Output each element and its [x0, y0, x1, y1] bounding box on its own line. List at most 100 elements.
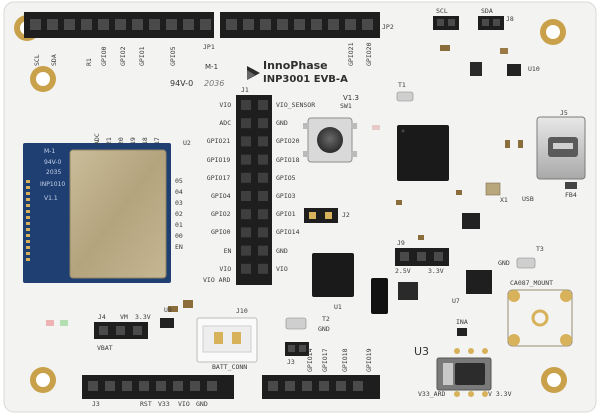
u2-label: U2: [183, 139, 191, 147]
jp1-pin-label: GPIO5: [169, 46, 177, 66]
j1-pin: [241, 100, 251, 110]
j1-name: J1: [241, 86, 249, 94]
capacitor: [168, 306, 178, 312]
j1-left-label: GPIO2: [211, 210, 231, 219]
jp2-name: JP2: [382, 23, 394, 31]
board-model-label: INP3001 EVB-A: [263, 74, 348, 85]
j3-pin-label: GPIO14: [306, 348, 314, 372]
j1-right-label: GPIO20: [276, 137, 300, 146]
module-pin-label: 00: [175, 232, 183, 240]
j3-pin-label: GPIO17: [321, 348, 329, 372]
j1-right-label: VIO_SENSOR: [276, 101, 316, 109]
j1-right-label: GPIO3: [276, 192, 296, 200]
capacitor: [505, 140, 510, 148]
jp2-pin-label: GPIO21: [347, 42, 355, 66]
chip-u9: [160, 318, 174, 328]
j1-pin: [258, 263, 268, 274]
bottom-header-label: J3: [92, 400, 100, 408]
module-inp1010: [23, 143, 171, 283]
j1-left-label: GPIO21: [206, 137, 231, 146]
j3-label: J3: [287, 358, 295, 366]
j1-pin: [241, 209, 251, 220]
bottom-header-label: VIO: [178, 400, 190, 408]
u9-label: U9: [164, 306, 172, 314]
j1-pin: [241, 245, 251, 256]
j1-left-label: EN: [223, 246, 232, 255]
j8-label: J8: [506, 15, 514, 23]
j1-left-label: ADC: [219, 119, 232, 128]
led: [60, 320, 68, 326]
solder-pads: [454, 348, 488, 397]
battery-connector-j10[interactable]: [196, 317, 258, 363]
chip-pin1-dot: [401, 129, 405, 133]
t2-gnd-label: GND: [318, 325, 330, 333]
slide-switch-u3[interactable]: [436, 357, 492, 391]
t3-gnd-label: GND: [498, 259, 510, 267]
chip-ina: [457, 328, 467, 336]
chip-u10: [507, 64, 521, 76]
j1-left-label: VIO: [219, 101, 232, 109]
u7-label: U7: [452, 297, 460, 305]
jumper-cap[interactable]: [371, 278, 388, 314]
jp1-pin-label: SDA: [50, 54, 58, 66]
regulator: [398, 282, 418, 300]
crystal: [485, 182, 501, 196]
brand-label: InnoPhase: [263, 59, 328, 72]
fuse-fb4: [565, 182, 577, 189]
t1-label: T1: [398, 81, 406, 89]
vbat-label: VBAT: [97, 344, 113, 352]
header-bottom-right: [262, 375, 380, 399]
j1-right-label: GPIO5: [276, 173, 296, 182]
led: [46, 320, 54, 326]
bottom-header-label: V33: [158, 400, 170, 408]
module-pin-label: 03: [175, 199, 183, 207]
v33-ard-label: V33_ARD: [418, 390, 446, 398]
j1-right-label: GND: [276, 119, 288, 128]
module-pin-label: EN: [175, 243, 183, 251]
j1-pin: [258, 245, 268, 256]
j1-right-label: GND: [276, 246, 288, 255]
module-pin-label: 05: [175, 177, 183, 185]
testpoint-t3: [516, 257, 536, 269]
module-ul-label: 94V-0: [44, 159, 62, 166]
sensor-chip: [470, 62, 482, 76]
capacitor: [183, 300, 193, 308]
module-version-label: V1.1: [44, 195, 58, 202]
j1-right-label: GPIO1: [276, 210, 296, 219]
ina-label: INA: [456, 318, 468, 326]
testpoint-t1: [396, 91, 414, 102]
j3-pin-label: GPIO18: [341, 348, 349, 372]
j5-label: J5: [560, 109, 568, 117]
j1-pin: [241, 118, 251, 129]
header-j4: [94, 322, 148, 339]
usb-label: USB: [522, 195, 534, 203]
module-sp-label: M-1: [44, 148, 56, 155]
j1-left-label: GPIO19: [206, 155, 231, 164]
batt-label: BATT_CONN: [212, 363, 248, 371]
fb4-label: FB4: [565, 191, 577, 199]
t2-label: T2: [322, 315, 330, 323]
module-pin-label: 18: [141, 137, 149, 145]
j1-pin: [258, 172, 268, 183]
innophase-logo: [247, 66, 260, 80]
j1-pin: [241, 227, 251, 238]
module-pin-label: ADC: [93, 133, 101, 145]
usb-connector-j5[interactable]: [536, 116, 586, 180]
j1-pin: [258, 209, 268, 220]
push-button-sw1[interactable]: [303, 117, 357, 163]
j4-vm-label: VM: [120, 313, 128, 321]
t3-label: T3: [536, 245, 544, 253]
j1-left-label: GPIO0: [211, 228, 231, 237]
module-pin-label: 04: [175, 188, 183, 196]
capacitor: [518, 140, 523, 148]
j9-label-33: 3.3V: [428, 267, 444, 275]
module-code-label: 2035: [46, 169, 62, 176]
u1-label: U1: [334, 303, 342, 311]
board-version-label: V1.3: [343, 94, 359, 102]
vio-ard-label: VIO ARD: [203, 276, 231, 284]
u3-label: U3: [414, 345, 430, 358]
j1-pin: [241, 191, 251, 201]
header-j9: [395, 248, 449, 266]
capacitor: [396, 200, 402, 205]
